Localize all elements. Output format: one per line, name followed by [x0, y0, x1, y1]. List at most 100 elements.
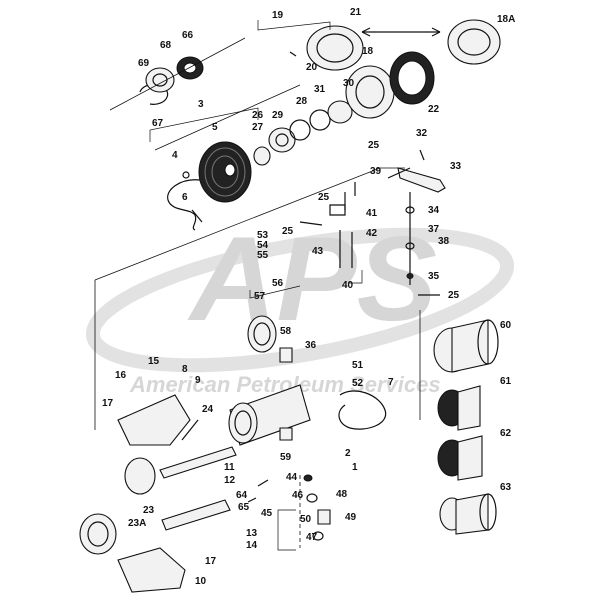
callout-label-45: 45 — [261, 508, 273, 519]
callout-label-53: 53 — [257, 230, 269, 241]
callout-label-52: 52 — [352, 378, 364, 389]
frame-top — [94, 167, 405, 281]
callout-label-60: 60 — [500, 320, 512, 331]
callout-label-67: 67 — [152, 118, 164, 129]
callout-label-24: 24 — [202, 404, 214, 415]
callout-label-62: 62 — [500, 428, 512, 439]
callout-label-4: 4 — [172, 150, 178, 161]
callout-label-18: 18 — [362, 46, 374, 57]
flange-18 — [345, 65, 395, 119]
callout-label-21: 21 — [350, 7, 362, 18]
coupling-60 — [433, 319, 499, 373]
callout-label-10: 10 — [195, 576, 207, 587]
link-41 — [344, 182, 356, 210]
callout-label-50: 50 — [300, 514, 312, 525]
callout-label-49: 49 — [345, 512, 357, 523]
ring-18A — [447, 19, 501, 65]
callout-label-31: 31 — [314, 84, 326, 95]
callout-label-63: 63 — [500, 482, 512, 493]
bracket-45 — [277, 509, 296, 551]
callout-label-44: 44 — [286, 472, 298, 483]
ring-28 — [289, 119, 311, 141]
callout-label-14: 14 — [246, 540, 258, 551]
coupling-fittings — [433, 319, 499, 535]
block-40 — [329, 204, 346, 216]
bearing-29 — [268, 127, 296, 153]
housing-21 — [306, 25, 364, 71]
clamp-17-bottom — [117, 547, 186, 593]
cable-7 — [338, 390, 387, 430]
rod-24 — [181, 419, 199, 441]
washer-34 — [405, 206, 415, 214]
callout-label-58: 58 — [280, 326, 292, 337]
guide-line-3 — [154, 84, 301, 151]
callout-label-40: 40 — [342, 280, 354, 291]
clamp-17-top — [117, 394, 191, 446]
callout-label-23: 23 — [143, 505, 155, 516]
bracket-53 — [249, 285, 301, 299]
callout-label-25: 25 — [368, 140, 380, 151]
ring-31 — [309, 109, 331, 131]
callout-label-15: 15 — [148, 356, 160, 367]
callout-label-35: 35 — [428, 271, 440, 282]
callout-label-28: 28 — [296, 96, 308, 107]
callout-label-61: 61 — [500, 376, 512, 387]
washer-36 — [405, 242, 415, 250]
tube-end — [228, 402, 258, 444]
link-lever — [387, 167, 411, 179]
clip-6 — [191, 209, 203, 223]
callout-label-64: 64 — [236, 490, 248, 501]
callout-label-19: 19 — [272, 10, 284, 21]
callout-label-33: 33 — [450, 161, 462, 172]
bearing-68 — [145, 67, 175, 93]
screw-20 — [289, 51, 297, 57]
callout-labels: 1234567891011121314151617171818A19202122… — [102, 7, 515, 587]
nut-44 — [303, 474, 313, 482]
coupling-63 — [439, 493, 497, 535]
bracket-40 — [348, 270, 363, 284]
callout-label-46: 46 — [292, 490, 304, 501]
seal-23 — [124, 457, 156, 495]
callout-label-66: 66 — [182, 30, 194, 41]
callout-label-56: 56 — [272, 278, 284, 289]
callout-label-25: 25 — [282, 226, 294, 237]
callout-label-12: 12 — [224, 475, 236, 486]
gasket-23A — [79, 513, 117, 555]
callout-label-51: 51 — [352, 360, 364, 371]
coupling-61 — [437, 385, 481, 431]
callout-label-39: 39 — [370, 166, 382, 177]
callout-label-30: 30 — [343, 78, 355, 89]
bracket-3 — [149, 107, 259, 142]
callout-label-16: 16 — [115, 370, 127, 381]
assembly-brackets — [149, 20, 363, 551]
callout-label-17: 17 — [102, 398, 114, 409]
callout-label-55: 55 — [257, 250, 269, 261]
coil-5 — [198, 141, 252, 203]
watermark-swoosh — [85, 227, 515, 373]
valve-50 — [317, 509, 331, 525]
callout-label-68: 68 — [160, 40, 172, 51]
callout-label-42: 42 — [366, 228, 378, 239]
callout-label-54: 54 — [257, 240, 269, 251]
callout-label-8: 8 — [182, 364, 188, 375]
callout-label-43: 43 — [312, 246, 324, 257]
callout-label-11: 11 — [224, 462, 235, 473]
callout-label-26: 26 — [252, 110, 264, 121]
callout-label-48: 48 — [336, 489, 348, 500]
callout-label-38: 38 — [438, 236, 450, 247]
callout-label-6: 6 — [182, 192, 188, 203]
watermark: APS American Petroleum Services — [85, 212, 515, 397]
fitting-65 — [247, 497, 257, 503]
bearing-30 — [327, 100, 353, 124]
callout-label-1: 1 — [352, 462, 358, 473]
callout-label-3: 3 — [198, 99, 204, 110]
callout-label-65: 65 — [238, 502, 250, 513]
main-assembly — [79, 167, 421, 593]
callout-label-22: 22 — [428, 104, 440, 115]
fitting-59 — [279, 427, 293, 441]
fitting-46 — [306, 493, 318, 503]
callout-label-7: 7 — [388, 377, 394, 388]
callout-label-69: 69 — [138, 58, 150, 69]
coupling-62 — [437, 435, 483, 481]
